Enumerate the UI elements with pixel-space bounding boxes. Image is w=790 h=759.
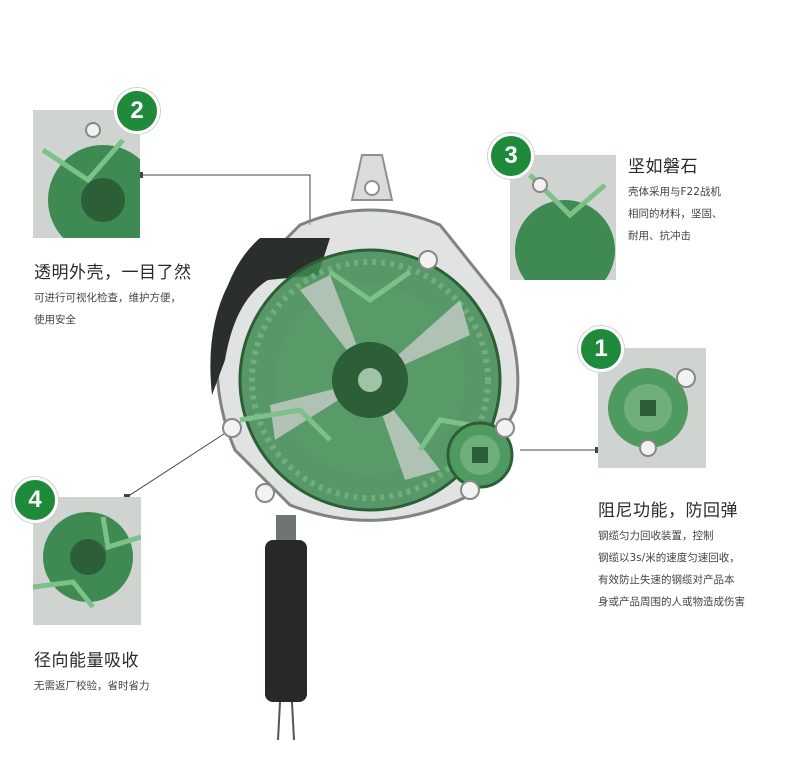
callout-desc-2: 可进行可视化检查，维护方便， 使用安全 [34, 292, 181, 326]
cable-grip [265, 515, 307, 741]
detail-thumbnail-3 [510, 155, 616, 280]
damper-knob [446, 421, 514, 489]
callout-title-1: 阻尼功能，防回弹 [598, 501, 738, 521]
callout-badge-3: 3 [488, 133, 534, 179]
callout-desc-3: 壳体采用与F22战机 相同的材料，坚固、 耐用、抗冲击 [628, 186, 723, 242]
detail-thumbnail-4 [33, 497, 141, 625]
callout-badge-4: 4 [12, 477, 58, 523]
detail-thumbnail-2 [33, 110, 140, 238]
main-gear [238, 248, 502, 512]
callout-badge-1: 1 [578, 326, 624, 372]
callout-title-2: 透明外壳，一目了然 [34, 263, 192, 283]
callout-desc-4: 无需返厂校验，省时省力 [34, 680, 150, 692]
detail-thumbnail-1 [598, 348, 706, 468]
handle [210, 238, 330, 395]
callout-desc-1: 钢缆匀力回收装置，控制 钢缆以3s/米的速度匀速回收， 有效防止失速的钢缆对产品… [598, 530, 745, 608]
callout-badge-2: 2 [114, 88, 160, 134]
callout-title-4: 径向能量吸收 [34, 651, 139, 671]
callout-title-3: 坚如磐石 [628, 157, 698, 177]
top-hook [350, 154, 394, 201]
